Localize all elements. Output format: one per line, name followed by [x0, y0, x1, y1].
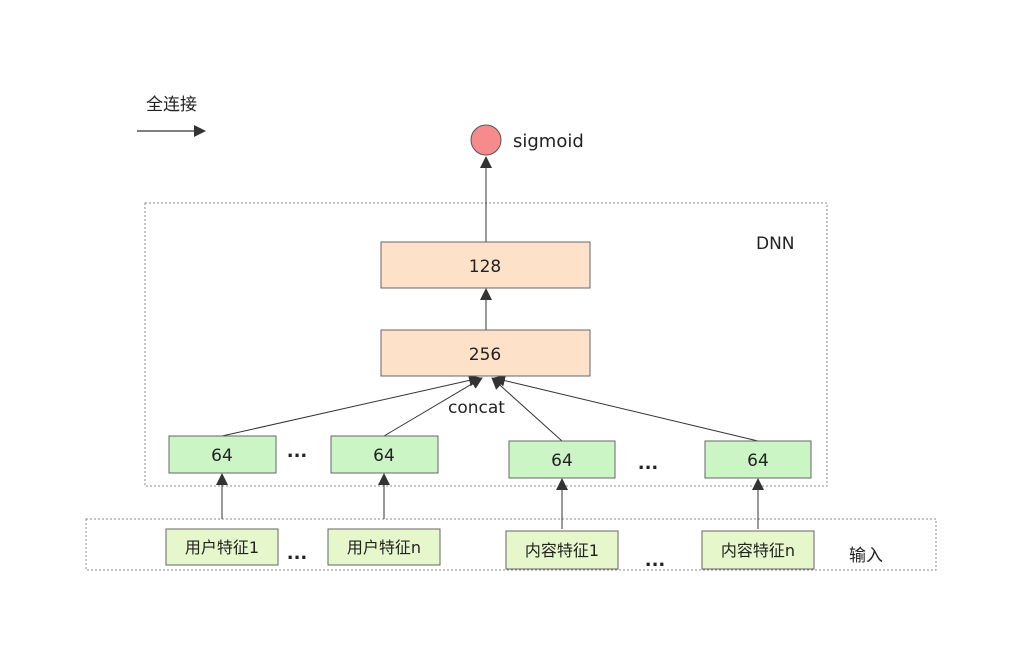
layer-128-box — [380, 241, 591, 289]
input-ellipsis-1: ... — [287, 543, 308, 564]
input-label: 输入 — [849, 546, 883, 566]
embed-box-1 — [168, 435, 277, 474]
arrow-embed-4-to-concat — [493, 374, 759, 442]
embed-box-4 — [704, 440, 812, 479]
layer-256-label: 256 — [469, 345, 501, 365]
sigmoid-node — [470, 124, 502, 156]
feature-box-content-n — [701, 530, 815, 570]
arrow-embed-2-to-concat — [383, 377, 483, 437]
arrow-embed-1-to-concat — [221, 374, 481, 437]
feature-box-user-1 — [165, 528, 279, 566]
feature-box-content-1 — [505, 530, 619, 570]
embed-ellipsis-1: ... — [287, 441, 308, 462]
input-container — [85, 518, 937, 571]
embed-box-2 — [330, 435, 439, 474]
embed-label-1: 64 — [211, 446, 233, 466]
sigmoid-label: sigmoid — [513, 131, 584, 152]
layer-128-label: 128 — [469, 257, 501, 277]
dnn-label: DNN — [756, 234, 795, 254]
embed-box-3 — [508, 440, 616, 479]
feature-label-user-1: 用户特征1 — [185, 538, 259, 557]
feature-box-user-n — [327, 528, 441, 566]
arrow-embed-3-to-concat — [491, 377, 563, 442]
feature-label-content-1: 内容特征1 — [525, 541, 599, 560]
feature-label-user-n: 用户特征n — [347, 538, 421, 557]
layer-256-box — [380, 329, 591, 377]
embed-ellipsis-2: ... — [638, 453, 659, 474]
embed-label-4: 64 — [747, 451, 769, 471]
legend-label: 全连接 — [146, 95, 197, 115]
input-ellipsis-2: ... — [645, 550, 666, 571]
embed-label-2: 64 — [373, 446, 395, 466]
concat-label: concat — [448, 398, 505, 418]
embed-label-3: 64 — [551, 451, 573, 471]
feature-label-content-n: 内容特征n — [721, 541, 795, 560]
